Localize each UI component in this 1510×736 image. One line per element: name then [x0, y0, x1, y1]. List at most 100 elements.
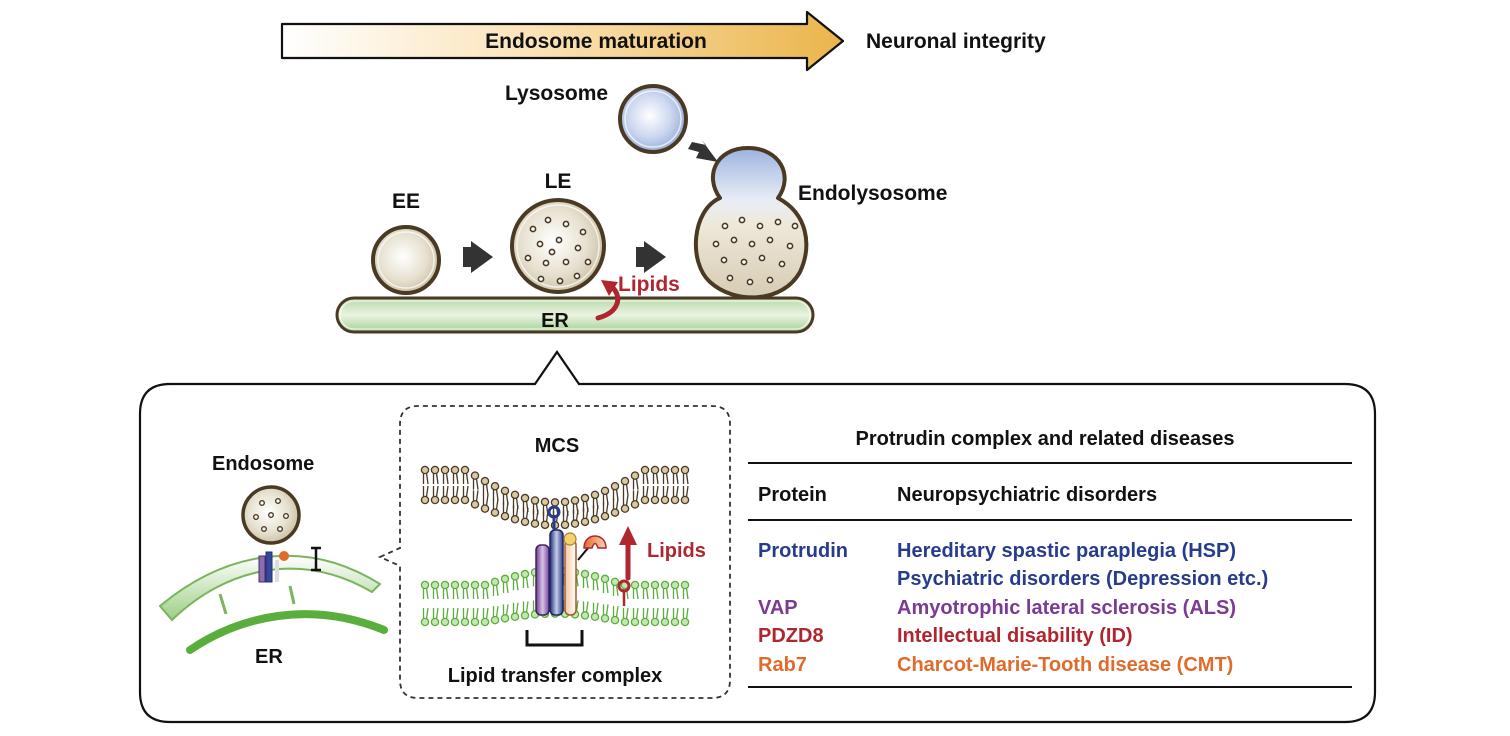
lipid-head	[470, 617, 480, 627]
lipid-head	[530, 496, 540, 505]
lipid-tail	[445, 485, 449, 498]
disorder-cell: Charcot-Marie-Tooth disease (CMT)	[897, 654, 1233, 676]
lipid-tail	[435, 607, 439, 620]
lipid-head	[640, 465, 650, 475]
lipid-tail	[425, 587, 429, 600]
lipid-head	[510, 490, 520, 500]
ee-label: EE	[392, 190, 420, 213]
lipid-head	[650, 465, 660, 475]
lipid-head	[610, 615, 620, 625]
protein-cell: Rab7	[758, 654, 807, 676]
lipid-head	[580, 611, 590, 620]
lipid-head	[590, 490, 600, 500]
lipid-head	[500, 574, 510, 584]
lipid-head	[430, 465, 440, 475]
lipid-head	[450, 580, 460, 590]
lipid-head	[420, 617, 430, 627]
lipid-tail	[625, 483, 629, 496]
lipid-head	[620, 617, 630, 627]
lipid-tail	[475, 587, 479, 600]
lipid-tail	[425, 472, 429, 485]
lipid-head	[660, 617, 670, 627]
lipid-tail	[495, 584, 499, 596]
maturation-arrow: Endosome maturation	[280, 10, 845, 72]
lipid-head	[560, 520, 570, 530]
neuronal-integrity-label: Neuronal integrity	[866, 30, 1046, 53]
lipid-tail	[615, 606, 619, 618]
col-disorders-header: Neuropsychiatric disorders	[897, 484, 1157, 506]
lipid-head	[590, 515, 600, 524]
inset-lipid-arrowhead	[619, 526, 637, 545]
mcs-label: MCS	[535, 435, 579, 457]
lipid-tail	[485, 587, 489, 600]
lipid-tail	[495, 489, 499, 501]
lipid-head	[430, 580, 440, 590]
lipid-head	[420, 580, 430, 590]
lipid-tail	[635, 478, 639, 490]
endosome-label: Endosome	[212, 453, 314, 475]
lipid-head	[620, 476, 630, 486]
lipid-head	[490, 508, 500, 517]
lipid-head	[460, 580, 470, 590]
lipid-head	[440, 617, 450, 627]
lipid-head	[510, 515, 520, 524]
lipid-head	[420, 465, 430, 475]
lipid-tail	[605, 502, 609, 514]
lipid-tail	[445, 587, 449, 600]
lipid-tail	[515, 579, 519, 591]
lipid-head	[680, 465, 690, 475]
lipid-head	[440, 465, 450, 475]
lipid-head	[430, 495, 440, 505]
lipid-tail	[655, 587, 659, 600]
lipid-head	[470, 580, 480, 590]
lipid-tail	[645, 485, 649, 498]
lipid-tail	[615, 489, 619, 501]
lipid-tail	[435, 587, 439, 600]
lipid-tail	[515, 602, 519, 614]
protrudin-protein	[549, 529, 564, 616]
lipid-head	[570, 519, 580, 528]
detail-endosome	[241, 485, 301, 545]
protein-cell: Protrudin	[758, 540, 848, 562]
lipid-tail	[425, 607, 429, 620]
lipid-head	[450, 465, 460, 475]
lipid-head	[580, 569, 590, 579]
lipid-head	[580, 517, 590, 527]
table-row: Rab7 Charcot-Marie-Tooth disease (CMT)	[758, 654, 1233, 676]
lipid-head	[570, 496, 580, 505]
lipid-head	[680, 580, 690, 590]
lipid-tail	[425, 485, 429, 498]
disease-table: Protrudin complex and related diseases P…	[748, 428, 1352, 688]
lipid-tail	[495, 498, 499, 510]
endosome-membrane-bilayer	[420, 465, 690, 530]
lipid-tail	[435, 485, 439, 498]
lipid-head	[640, 580, 650, 590]
lipid-head	[590, 612, 600, 622]
late-endosome	[510, 198, 606, 294]
lipid-tail	[685, 607, 689, 620]
lipid-tail	[675, 472, 679, 485]
lipid-tail	[575, 509, 579, 521]
lipid-head	[510, 612, 520, 622]
lipid-head	[580, 493, 590, 503]
lipid-tail	[455, 587, 459, 600]
complex-bracket	[525, 630, 584, 647]
lipid-tail	[585, 507, 589, 519]
lipid-tail	[675, 607, 679, 620]
lipid-head	[650, 580, 660, 590]
lipid-tail	[565, 510, 569, 522]
lipid-head	[630, 617, 640, 627]
lipid-tail	[505, 604, 509, 616]
detail-mini-complex	[258, 551, 289, 583]
lipid-tail	[635, 587, 639, 600]
lipid-tail	[605, 604, 609, 616]
lipid-head	[520, 569, 530, 579]
lipid-tail	[655, 607, 659, 620]
lysosome	[618, 84, 688, 154]
lipid-tail	[595, 602, 599, 614]
lipid-head	[440, 495, 450, 505]
